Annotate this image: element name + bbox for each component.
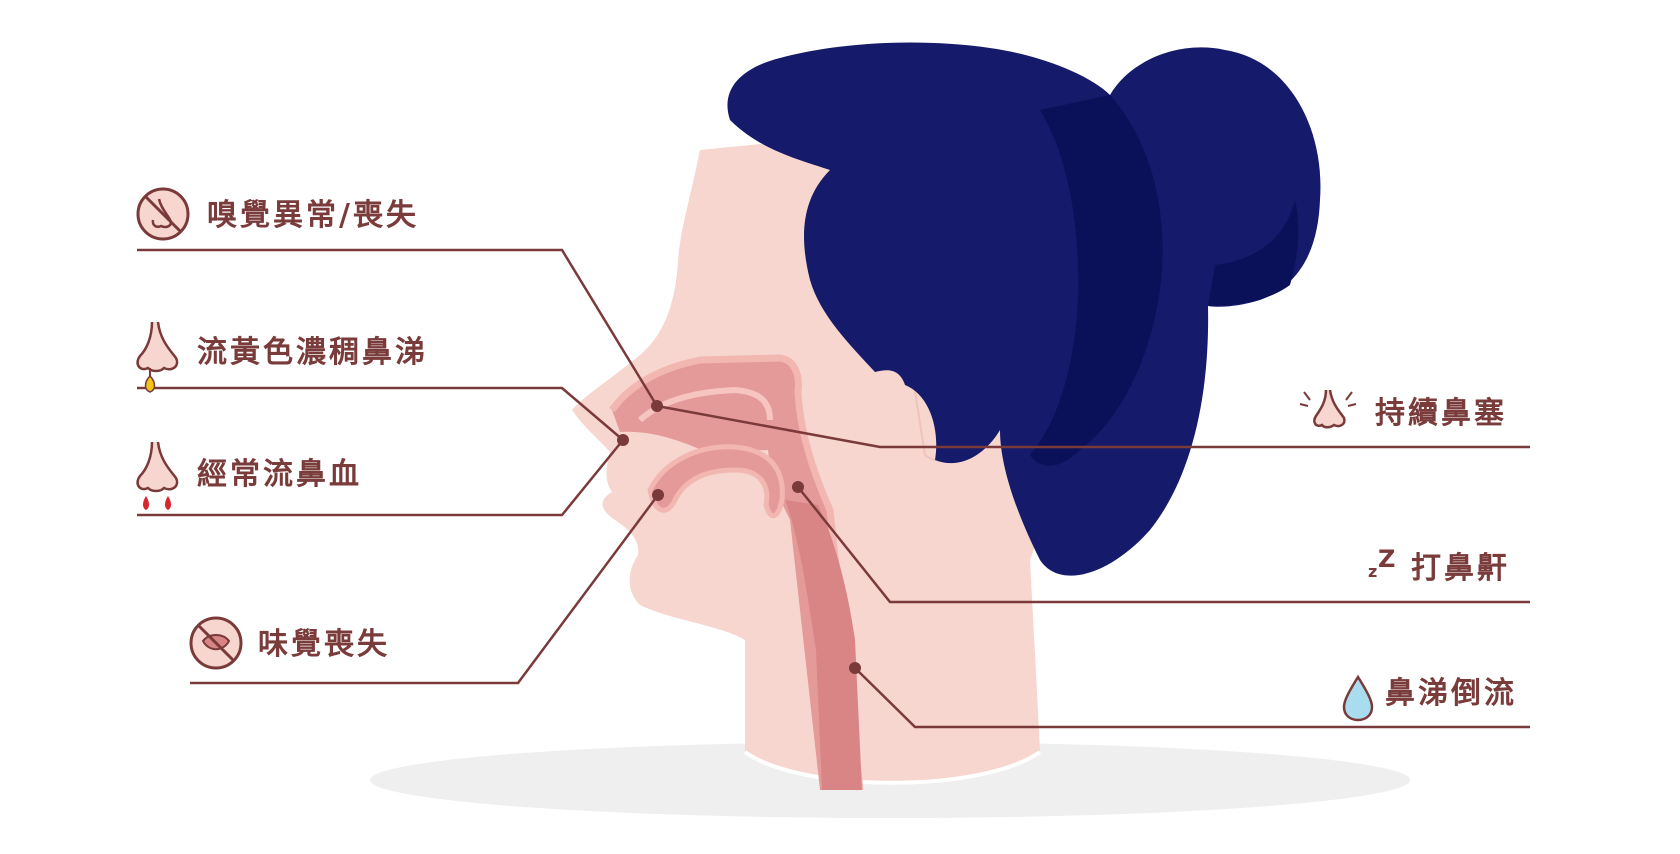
nose-yellow-drip-icon xyxy=(136,321,179,393)
dot-mouth xyxy=(652,489,664,501)
nasal-cavity xyxy=(612,358,860,790)
bun-shadow xyxy=(1208,200,1299,306)
oral-cavity xyxy=(647,444,785,519)
mouth-crossed-icon xyxy=(189,616,243,670)
nose-crossed-icon xyxy=(136,187,190,241)
dot-throat-upper xyxy=(792,481,804,493)
nose-blocked-icon xyxy=(1299,389,1357,429)
water-drop-icon xyxy=(1342,674,1374,722)
yellow-mucus-label: 流黃色濃稠鼻涕 xyxy=(197,335,428,370)
leader-snoring xyxy=(797,486,1530,604)
svg-text:Z: Z xyxy=(1378,545,1395,573)
leader-nosebleed xyxy=(137,439,624,517)
leader-lines xyxy=(137,248,1530,729)
nasal-cavity-outline xyxy=(609,354,864,791)
dot-throat-lower xyxy=(849,662,861,674)
nose-blood-drip-icon xyxy=(136,441,179,510)
throat xyxy=(785,500,862,790)
congestion-label: 持續鼻塞 xyxy=(1375,396,1507,431)
dot-nasal-top xyxy=(651,400,663,412)
dot-nostril xyxy=(617,434,629,446)
neck-rim xyxy=(743,750,1042,785)
snoring-label: 打鼻鼾 xyxy=(1411,551,1510,586)
taste-label: 味覺喪失 xyxy=(258,627,390,662)
postnasal-label: 鼻涕倒流 xyxy=(1385,676,1517,711)
leader-taste xyxy=(190,494,660,685)
leader-postnasal xyxy=(854,667,1530,729)
smell-label: 嗅覺異常/喪失 xyxy=(207,198,419,233)
hair xyxy=(727,42,1321,576)
hair-shadow xyxy=(1030,95,1163,466)
zz-icon: z Z xyxy=(1368,545,1395,581)
nosebleed-label: 經常流鼻血 xyxy=(197,457,362,492)
leader-yellow-mucus xyxy=(137,386,624,441)
svg-text:z: z xyxy=(1368,562,1377,581)
anchor-dots xyxy=(617,400,861,674)
